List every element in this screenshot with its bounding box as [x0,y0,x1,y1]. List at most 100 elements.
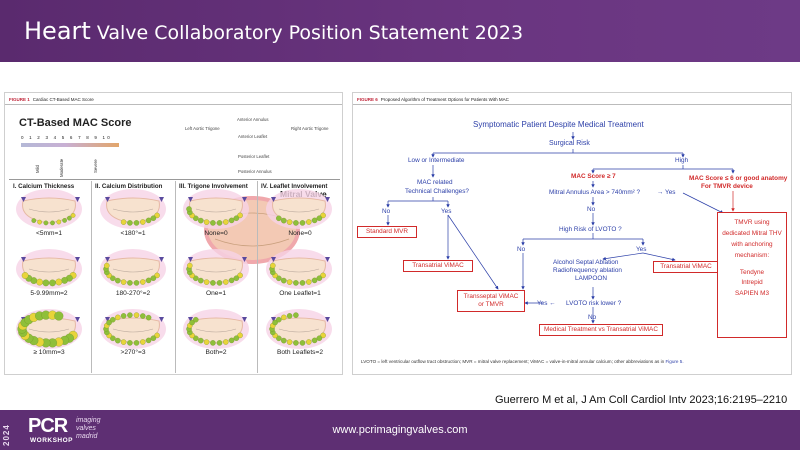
node-medical-treatment: Medical Treatment vs Transatrial ViMAC [539,324,663,336]
calcium-deposit [140,219,146,225]
calcium-deposit [276,316,282,323]
trigone-marker [271,197,276,202]
tmvr-sapien: SAPIEN M3 [734,290,770,298]
label-leaflet-2: One Leaflet=1 [279,290,321,297]
arrow-to-transseptal [447,214,499,290]
calcium-deposit [127,340,133,346]
valve-cell [266,189,332,229]
calcium-deposit [55,278,63,286]
calcium-deposit [223,279,229,285]
node-transseptal: Transseptal ViMAC or TMVR [457,290,525,312]
header-bar: Heart Valve Collaboratory Position State… [0,0,800,62]
calcium-deposit [50,220,55,226]
caption-divider [353,104,791,105]
calcium-deposit [293,280,299,286]
calcium-deposit [233,215,240,221]
label-distribution-1: <180°=1 [120,230,146,237]
trigone-marker [75,317,80,322]
arrow-to-transatrial-2 [642,252,676,262]
title-big: Heart [24,17,91,45]
label-thickness-3: ≥ 10mm=3 [33,349,65,356]
calcium-deposit [281,314,287,321]
calcium-deposit [106,319,112,326]
right-figure-tag: FIGURE 6 [357,97,378,102]
node-high-risk-lvoto: High Risk of LVOTO ? [559,226,622,233]
calcium-deposit [233,275,240,281]
calcium-deposit [198,277,204,284]
calcium-deposit [203,339,210,345]
calcium-deposit [281,337,287,344]
trigone-marker [159,257,164,262]
trigone-marker [242,257,247,262]
calcium-deposit [293,312,299,318]
calcium-deposit [311,217,318,224]
calcium-deposit [127,280,133,286]
calcium-deposit [286,219,293,225]
calcium-deposit [127,312,133,318]
calcium-deposit [21,272,29,279]
left-trigone-label: Left Aortic Trigone [185,126,220,131]
calcium-deposit [293,220,299,226]
node-tech-challenges: Technical Challenges? [405,188,469,195]
trigone-marker [188,197,193,202]
calcium-deposit [120,279,127,285]
valve-cell [266,309,332,349]
trigone-marker [105,257,110,262]
tmvr-tendyne: Tendyne [739,268,765,276]
label-trigone-1: None=0 [204,230,228,237]
trigone-marker [159,197,164,202]
tmvr-intrepid: Intrepid [741,279,763,287]
calcium-deposit [62,218,67,223]
calcium-deposit [203,219,210,225]
calcium-deposit [37,219,42,225]
score-axis-bar [21,143,119,147]
label-leaflet-3: Both Leaflets=2 [276,349,323,356]
calcium-deposit [150,335,157,341]
node-lvoto-lower: LVOTO risk lower ? [566,300,622,307]
valve-cell [100,309,166,349]
calcium-deposit [237,332,243,339]
column-divider [257,181,258,373]
leaflet-line [28,328,70,333]
calcium-deposit [115,314,121,321]
website-link[interactable]: www.pcrimagingvalves.com [332,424,468,436]
leaflet-line [112,208,154,213]
trigone-marker [242,317,247,322]
node-mac-score-6-line2: For TMVR device [701,183,753,190]
score-title: CT-Based MAC Score [19,117,132,129]
calcium-deposit [272,319,278,326]
calcium-deposit [189,319,195,326]
calcium-deposit [193,215,199,222]
node-mac-score-6-line1: MAC Score ≤ 6 or good anatomy [689,175,788,182]
left-figure-caption-text: Cardiac CT-Based MAC Score [32,97,94,102]
valve-cell [100,189,166,229]
calcium-deposit [54,311,64,321]
label-thickness-1: <5mm=1 [35,230,63,237]
calcium-deposit [120,339,127,345]
category-calcium-distribution: II. Calcium Distribution [95,183,163,190]
posterior-leaflet-label: Posterior Leaflet [238,154,270,159]
legend-figure-link[interactable]: Figure 5. [665,359,684,364]
calcium-deposit [223,219,229,225]
event-subtitle: imaging valves madrid [76,417,101,441]
imaging-line: imaging [76,417,101,424]
calcium-deposit [70,213,76,218]
category-calcium-thickness: I. Calcium Thickness [13,183,75,190]
calcium-deposit [193,316,199,323]
node-low-intermediate: Low or Intermediate [408,157,465,164]
calcium-deposit [140,339,146,345]
calcium-deposit [237,272,243,279]
label-trigone-3: Both=2 [205,349,227,356]
calcium-deposit [150,215,157,221]
calcium-deposit [61,277,68,284]
calcium-deposit [104,262,110,269]
calcium-deposit [306,339,312,345]
valve-cell [100,249,166,289]
calcium-deposit [133,340,140,346]
label-distribution-3: >270°=3 [120,349,146,356]
calcium-deposit [145,217,152,224]
valve-cell [16,309,82,349]
calcium-deposit [31,218,37,223]
calcium-deposit [42,279,50,287]
